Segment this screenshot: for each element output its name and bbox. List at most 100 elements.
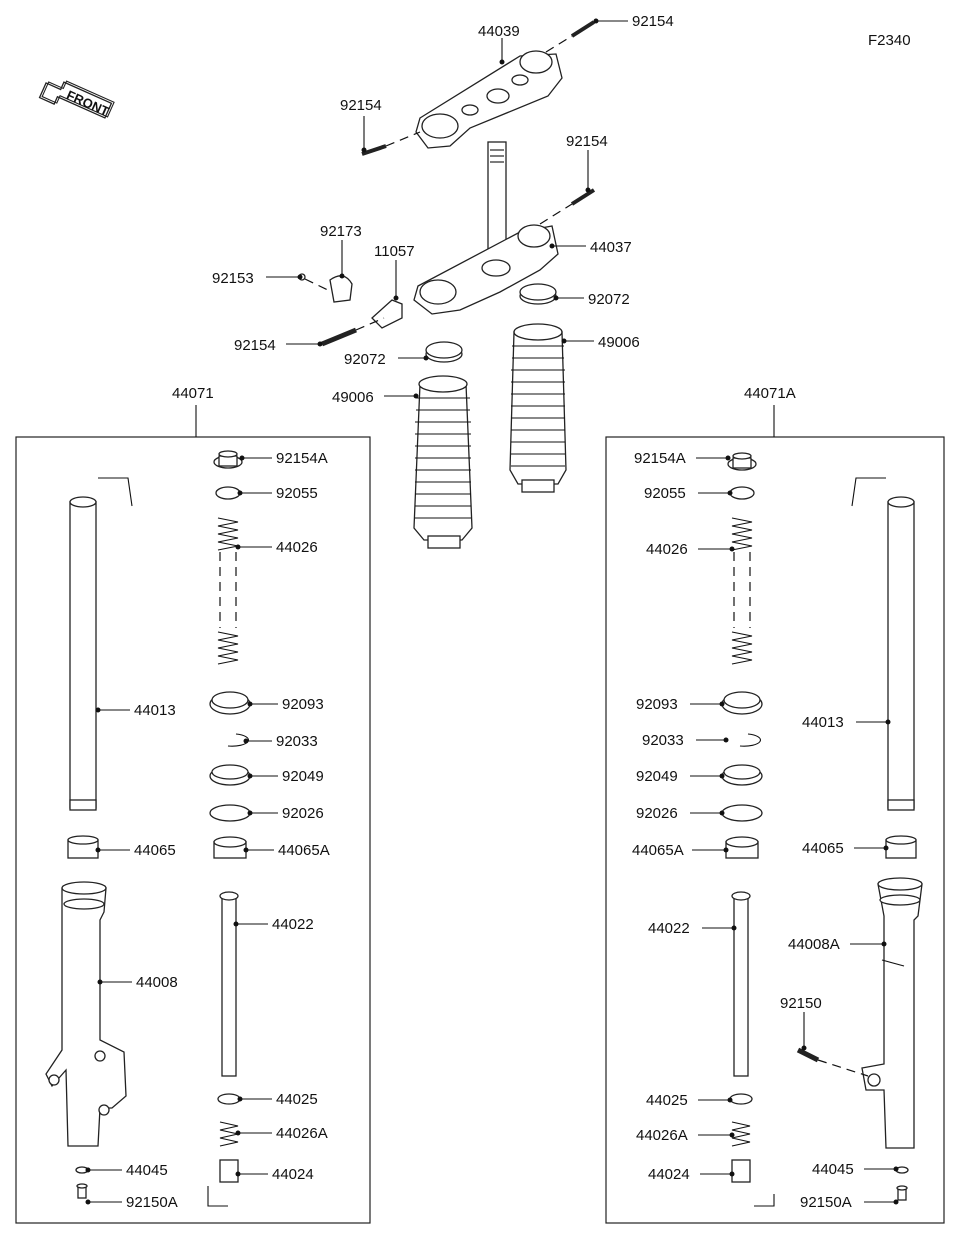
r-dust-seal (721, 691, 763, 715)
l-guide-bush (67, 835, 99, 859)
label-r-bush: 44065A (632, 842, 684, 859)
label-upper-clamp: 44039 (478, 23, 520, 40)
holder-bracket (371, 299, 403, 329)
label-upper-bolt-right: 92154 (632, 13, 674, 30)
r-piece (731, 1159, 775, 1207)
label-l-guide-bush: 44065 (134, 842, 176, 859)
label-l-bottom-bolt: 92150A (126, 1194, 178, 1211)
label-r-guide-bush: 44065 (802, 840, 844, 857)
r-caliper-bolt (796, 1047, 869, 1077)
label-l-circlip: 92033 (276, 733, 318, 750)
upper-bolt-right (545, 20, 596, 53)
front-arrow-icon: FRONT (38, 80, 115, 119)
label-r-bottom-bolt: 92150A (800, 1194, 852, 1211)
l-bottom-bolt (76, 1183, 88, 1199)
label-l-piece: 44024 (272, 1166, 314, 1183)
clamp-holder (329, 275, 353, 303)
label-r-spring: 44026 (646, 541, 688, 558)
upper-bolt-left (361, 131, 421, 156)
label-l-oring: 92055 (276, 485, 318, 502)
r-rebound-spring (731, 1121, 751, 1147)
upper-clamp (415, 50, 563, 149)
l-oil-seal (209, 764, 251, 786)
r-washer (721, 804, 763, 822)
r-spring (731, 517, 753, 665)
label-r-gasket: 44045 (812, 1161, 854, 1178)
label-r-cap-bolt: 92154A (634, 450, 686, 467)
label-band-right: 92072 (588, 291, 630, 308)
label-l-inner-tube: 44013 (134, 702, 176, 719)
l-cap-bolt (213, 450, 243, 469)
label-r-cylinder: 44022 (648, 920, 690, 937)
label-l-bush: 44065A (278, 842, 330, 859)
band-right (519, 283, 557, 305)
label-r-outer-tube: 44008A (788, 936, 840, 953)
l-spring (217, 517, 239, 665)
right-fork-box (605, 436, 945, 1224)
holder-long-bolt (321, 317, 385, 347)
l-ring (217, 1093, 241, 1105)
l-rebound-spring (219, 1121, 239, 1147)
l-outer-tube (45, 881, 127, 1147)
label-l-rebound-spring: 44026A (276, 1125, 328, 1142)
label-l-outer-tube: 44008 (136, 974, 178, 991)
label-l-cylinder: 44022 (272, 916, 314, 933)
r-oil-seal (721, 764, 763, 786)
label-boot-left: 49006 (332, 389, 374, 406)
label-l-dust-seal: 92093 (282, 696, 324, 713)
figure-code: F2340 (868, 32, 911, 49)
label-r-caliper-bolt: 92150 (780, 995, 822, 1012)
label-r-piece: 44024 (648, 1166, 690, 1183)
r-cylinder (731, 891, 751, 1077)
label-r-dust-seal: 92093 (636, 696, 678, 713)
fork-boot-left (413, 375, 473, 549)
label-l-spring: 44026 (276, 539, 318, 556)
label-r-oring: 92055 (644, 485, 686, 502)
band-left (425, 341, 463, 363)
lower-clamp (413, 224, 559, 315)
l-piece (207, 1159, 239, 1207)
fork-boot-right (509, 323, 567, 493)
label-holder-bolt: 92153 (212, 270, 254, 287)
l-inner-tube (69, 477, 133, 811)
r-bush (725, 836, 759, 859)
l-oring (215, 486, 241, 500)
lower-bolt-right (539, 188, 596, 225)
l-bush (213, 836, 247, 859)
right-fork-group-label: 44071A (744, 385, 796, 402)
r-bottom-bolt (896, 1185, 908, 1201)
label-boot-right: 49006 (598, 334, 640, 351)
label-lower-bolt-right: 92154 (566, 133, 608, 150)
r-circlip (739, 733, 762, 747)
left-fork-box (15, 436, 371, 1224)
l-washer (209, 804, 251, 822)
label-r-rebound-spring: 44026A (636, 1127, 688, 1144)
label-l-ring: 44025 (276, 1091, 318, 1108)
label-holder-bracket: 11057 (374, 243, 415, 260)
label-upper-bolt-left: 92154 (340, 97, 382, 114)
label-r-ring: 44025 (646, 1092, 688, 1109)
holder-bolt (298, 273, 333, 293)
r-inner-tube (851, 477, 915, 811)
label-holder-long-bolt: 92154 (234, 337, 276, 354)
label-r-circlip: 92033 (642, 732, 684, 749)
label-clamp-holder: 92173 (320, 223, 362, 240)
label-l-oil-seal: 92049 (282, 768, 324, 785)
l-cylinder (219, 891, 239, 1077)
r-oring (729, 486, 755, 500)
r-cap-bolt (727, 452, 757, 471)
label-r-oil-seal: 92049 (636, 768, 678, 785)
r-outer-tube (861, 877, 923, 1149)
part-labels: 92154 44039 92154 92154 44037 92173 1105… (126, 13, 854, 1211)
label-r-inner-tube: 44013 (802, 714, 844, 731)
label-l-washer: 92026 (282, 805, 324, 822)
label-l-gasket: 44045 (126, 1162, 168, 1179)
leader-lines (85, 18, 899, 1205)
left-fork-group-label: 44071 (172, 385, 214, 402)
front-label: FRONT (64, 87, 111, 119)
label-lower-clamp: 44037 (590, 239, 632, 256)
label-band-left: 92072 (344, 351, 386, 368)
r-ring (729, 1093, 753, 1105)
r-guide-bush (885, 835, 917, 859)
